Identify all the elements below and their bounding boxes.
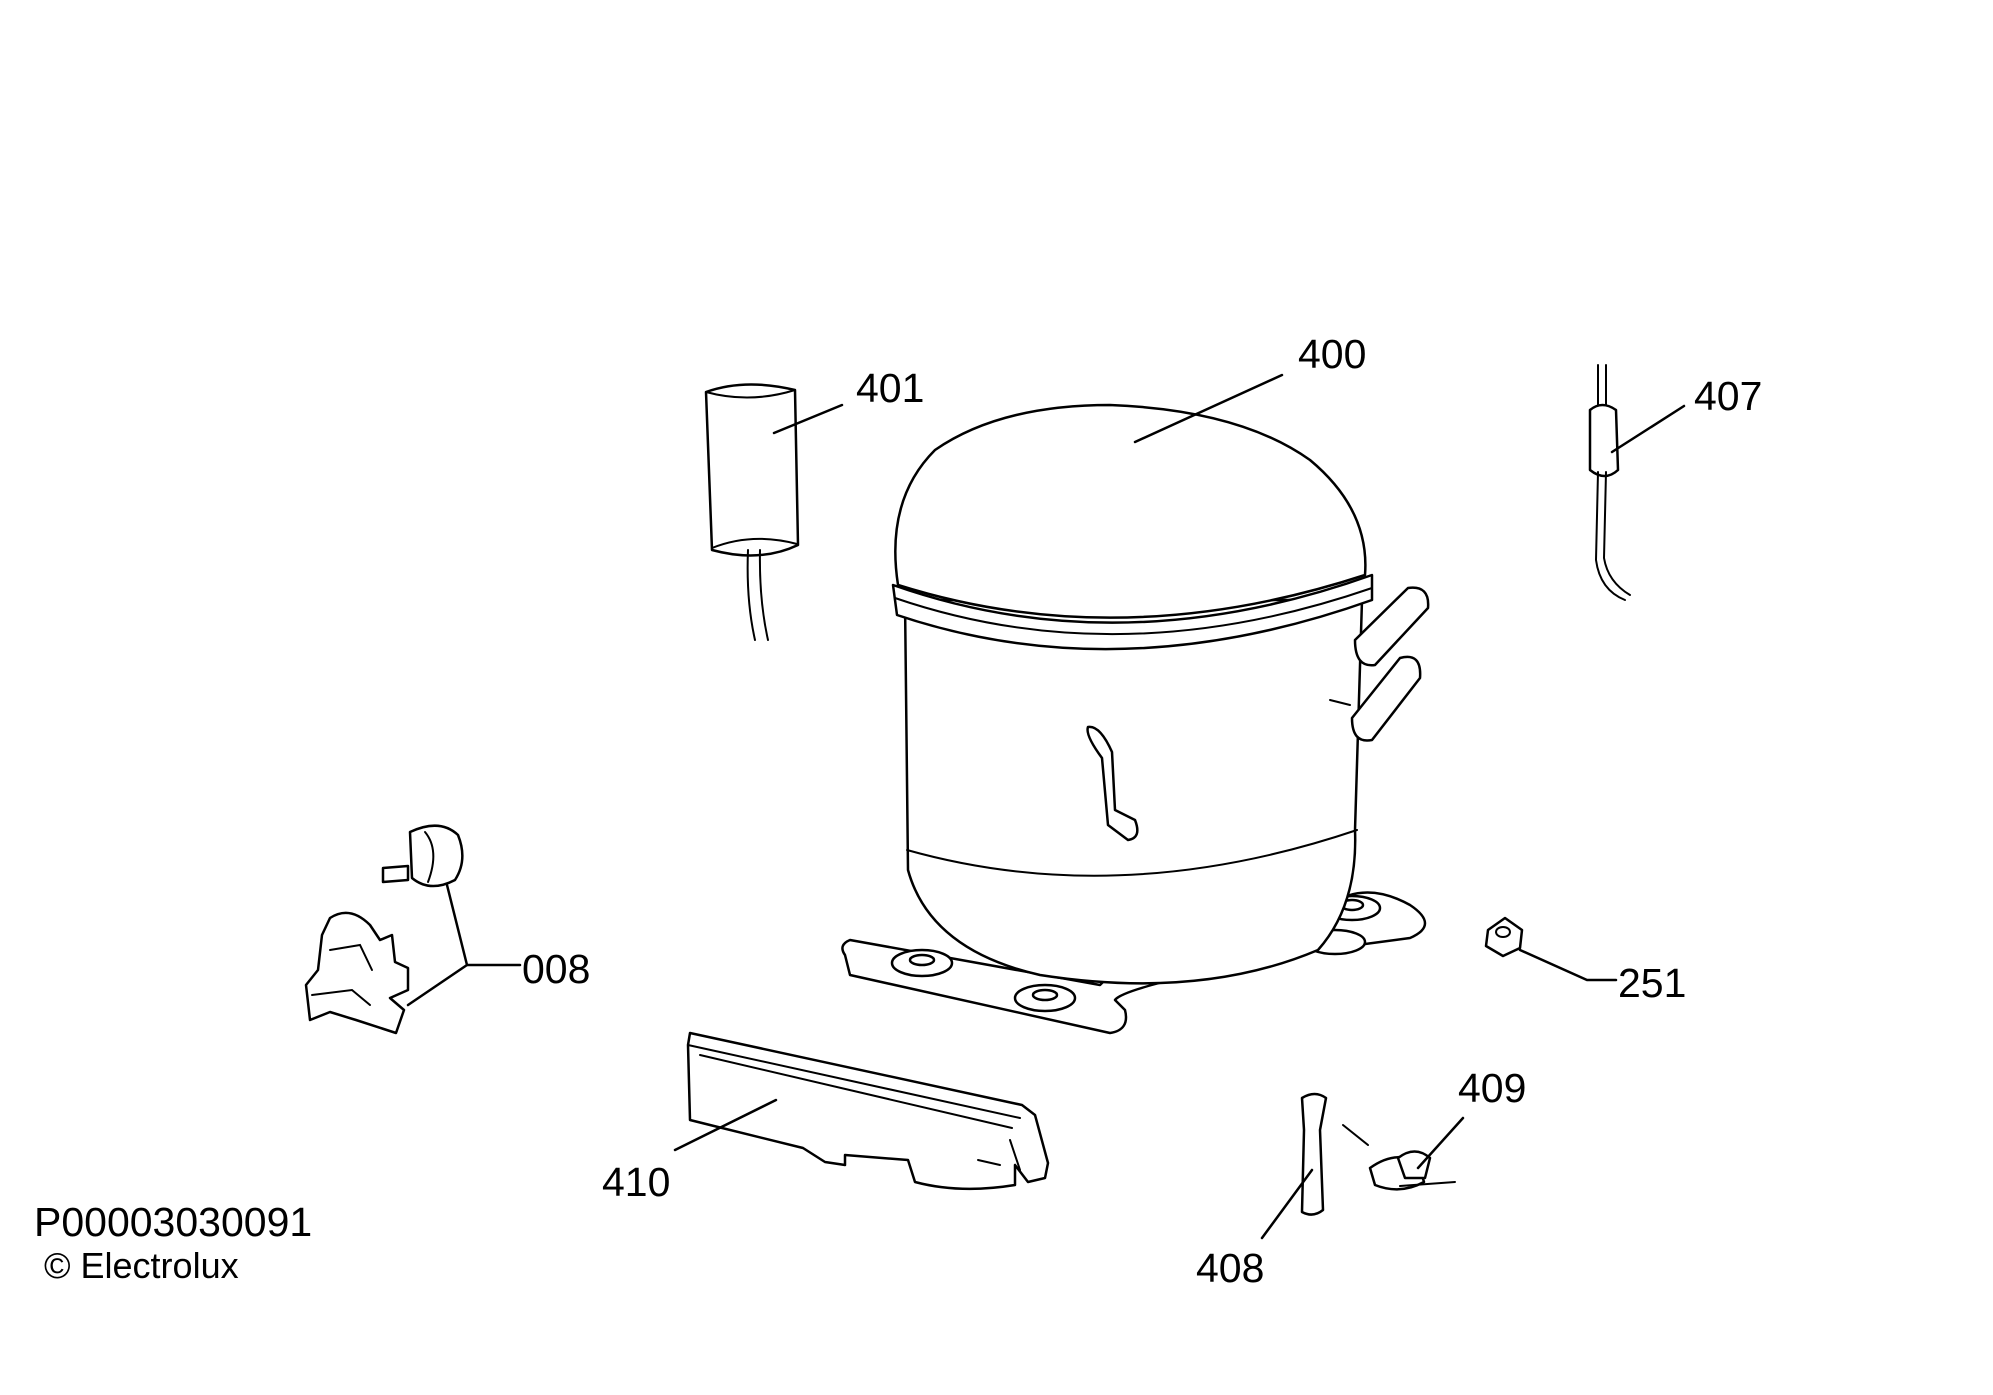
leader-008-b [406, 963, 522, 1007]
relay-part-008 [304, 824, 464, 1035]
leader-251 [1518, 948, 1618, 982]
capacitor-part-401 [704, 383, 800, 641]
nut-part-251 [1484, 916, 1524, 958]
callout-408: 408 [1196, 1245, 1264, 1291]
callout-409: 409 [1458, 1065, 1526, 1111]
leader-401 [772, 403, 844, 435]
leader-008 [445, 883, 469, 967]
callout-008: 008 [522, 946, 590, 992]
leader-400 [1133, 373, 1284, 444]
clip-part-408 [1300, 1092, 1328, 1216]
callout-407: 407 [1694, 373, 1762, 419]
leader-408 [1260, 1168, 1314, 1240]
leader-410 [673, 1098, 778, 1152]
filter-drier-part-407 [1588, 364, 1631, 601]
fitting-part-409 [1342, 1124, 1456, 1191]
drawing-number: P00003030091 [34, 1199, 312, 1245]
leader-407 [1610, 404, 1686, 454]
terminal-cover-part-410 [686, 1031, 1050, 1191]
compressor-part-400 [841, 403, 1430, 1035]
copyright-notice: © Electrolux [44, 1245, 239, 1286]
callout-410: 410 [602, 1159, 670, 1205]
callout-401: 401 [856, 365, 924, 411]
leader-lines [406, 373, 1686, 1240]
leader-409 [1416, 1116, 1465, 1170]
callout-400: 400 [1298, 331, 1366, 377]
callout-251: 251 [1618, 960, 1686, 1006]
